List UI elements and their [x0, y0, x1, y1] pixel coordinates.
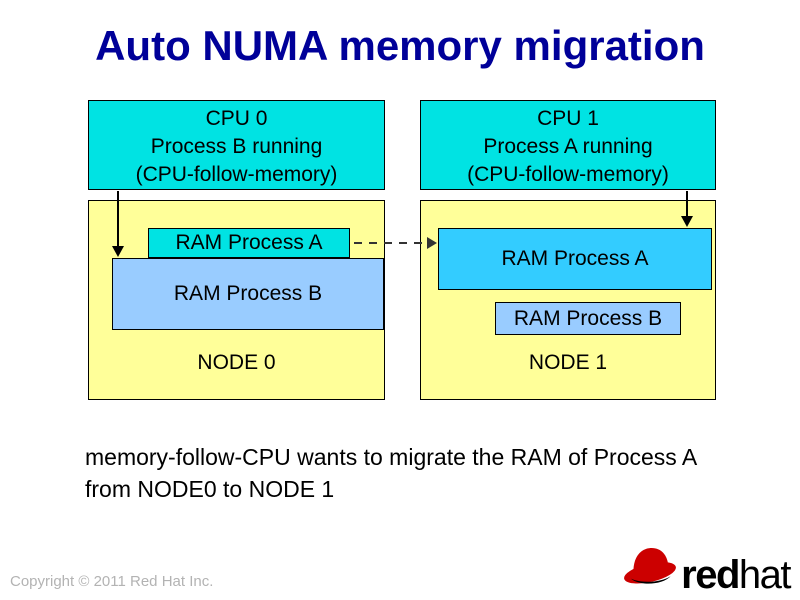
cpu1-name: CPU 1 — [537, 107, 599, 130]
node0-ram-process-b: RAM Process B — [112, 258, 384, 330]
cpu0-process: Process B running — [150, 135, 323, 158]
node1-ram-process-a: RAM Process A — [438, 228, 712, 290]
caption-line1: memory-follow-CPU wants to migrate the R… — [85, 444, 698, 470]
redhat-logo: redhat — [621, 542, 792, 597]
cpu1-box: CPU 1 Process A running (CPU-follow-memo… — [420, 100, 716, 190]
logo-hat-text: hat — [738, 553, 792, 597]
cpu0-box: CPU 0 Process B running (CPU-follow-memo… — [88, 100, 385, 190]
copyright-text: Copyright © 2011 Red Hat Inc. — [10, 573, 214, 590]
caption-line2: from NODE0 to NODE 1 — [85, 476, 335, 502]
redhat-fedora-icon — [624, 547, 677, 584]
cpu0-policy: (CPU-follow-memory) — [135, 163, 338, 186]
redhat-wordmark: redhat — [681, 553, 792, 597]
node0-label: NODE 0 — [197, 351, 276, 374]
cpu0-name: CPU 0 — [205, 107, 268, 130]
node1-label: NODE 1 — [528, 351, 608, 374]
node0-ram-process-a: RAM Process A — [148, 228, 350, 258]
node1-ram-process-b: RAM Process B — [495, 302, 681, 335]
cpu1-policy: (CPU-follow-memory) — [467, 163, 669, 186]
caption: memory-follow-CPU wants to migrate the R… — [85, 441, 697, 505]
logo-red-text: red — [681, 553, 740, 597]
slide-title: Auto NUMA memory migration — [95, 22, 705, 69]
cpu1-process: Process A running — [483, 135, 653, 158]
